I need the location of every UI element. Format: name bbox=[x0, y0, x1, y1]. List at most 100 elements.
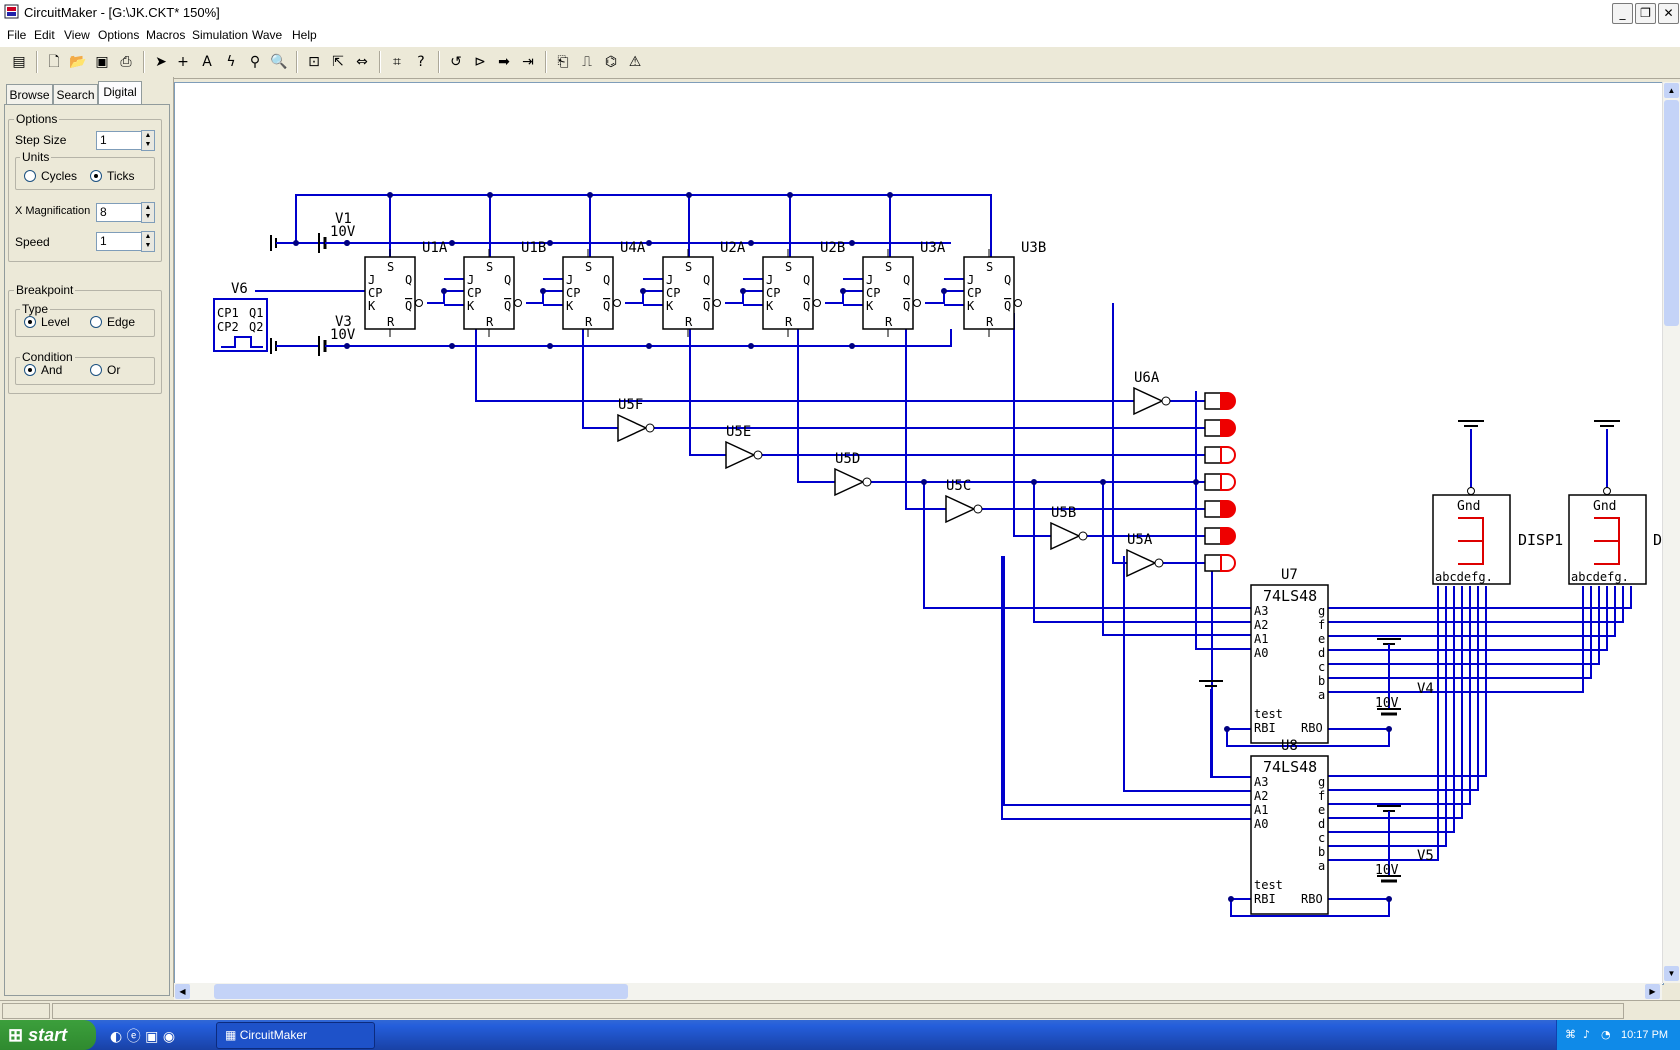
menu-wave[interactable]: Wave bbox=[252, 28, 283, 42]
step-size-input[interactable]: 1 bbox=[96, 131, 145, 150]
help-icon[interactable]: ? bbox=[417, 54, 425, 70]
decoder-name: U8 bbox=[1281, 738, 1298, 754]
junction-dot bbox=[849, 343, 855, 349]
scroll-right-icon[interactable]: ▶ bbox=[1645, 984, 1660, 999]
horizontal-scroll-thumb[interactable] bbox=[214, 984, 628, 999]
step-icon[interactable]: ➡ bbox=[498, 54, 510, 70]
condition-and-radio[interactable] bbox=[24, 364, 36, 376]
volume-icon[interactable]: ♪ bbox=[1583, 1028, 1591, 1041]
print-icon[interactable]: ⎙ bbox=[120, 54, 132, 70]
options-title: Options bbox=[14, 112, 60, 126]
menu-bar: File Edit View Options Macros Simulation… bbox=[0, 26, 1680, 46]
type-edge-label: Edge bbox=[107, 315, 136, 329]
decoder-output-e: e bbox=[1318, 803, 1325, 817]
inverter-bubble bbox=[973, 504, 983, 514]
tab-digital[interactable]: Digital bbox=[98, 81, 142, 106]
zoom-fit-icon[interactable]: ⊡ bbox=[308, 54, 320, 70]
scroll-left-icon[interactable]: ◀ bbox=[175, 984, 190, 999]
speed-spinner[interactable]: ▲▼ bbox=[141, 231, 155, 252]
menu-simulation[interactable]: Simulation bbox=[192, 28, 249, 42]
menu-options[interactable]: Options bbox=[98, 28, 140, 42]
decoder-input-a3: A3 bbox=[1254, 604, 1268, 618]
junction-dot bbox=[887, 192, 893, 198]
decoder-input-a2: A2 bbox=[1254, 618, 1268, 632]
trace-icon[interactable]: ⇥ bbox=[522, 54, 534, 70]
open-folder-icon[interactable]: 📂 bbox=[69, 54, 87, 70]
quicklaunch-icons[interactable]: ◐ ⓔ ▣ ◉ bbox=[110, 1026, 175, 1046]
wire bbox=[1112, 303, 1127, 564]
control-panel-icon[interactable]: ▤ bbox=[12, 54, 26, 70]
menu-help[interactable]: Help bbox=[292, 28, 317, 42]
junction-dot bbox=[748, 343, 754, 349]
menu-file[interactable]: File bbox=[7, 28, 27, 42]
condition-or-radio[interactable] bbox=[90, 364, 102, 376]
restore-button[interactable]: ❐ bbox=[1635, 3, 1656, 24]
network-icon[interactable]: ⌘ bbox=[1565, 1028, 1576, 1041]
undo-icon[interactable]: ↺ bbox=[450, 54, 462, 70]
move-icon[interactable]: ⇱ bbox=[332, 54, 344, 70]
chrome-icon[interactable]: ◉ bbox=[162, 1029, 176, 1045]
vertical-scroll-thumb[interactable] bbox=[1664, 100, 1679, 326]
units-cycles-radio[interactable] bbox=[24, 170, 36, 182]
flip-icon[interactable]: ⇔ bbox=[356, 54, 368, 70]
type-level-radio[interactable] bbox=[24, 316, 36, 328]
decoder-output-a: a bbox=[1318, 859, 1325, 873]
menu-edit[interactable]: Edit bbox=[34, 28, 55, 42]
wire bbox=[1328, 586, 1584, 693]
pin-j: J bbox=[666, 273, 673, 287]
probe-tool-icon[interactable]: ϟ bbox=[226, 54, 236, 70]
zoom-tool-icon[interactable]: 🔍 bbox=[270, 54, 288, 70]
close-button[interactable]: ✕ bbox=[1658, 3, 1679, 24]
pin-k: K bbox=[766, 299, 774, 313]
start-button[interactable]: ⊞ start bbox=[0, 1020, 96, 1050]
type-edge-radio[interactable] bbox=[90, 316, 102, 328]
speed-input[interactable]: 1 bbox=[96, 232, 145, 251]
junction-dot bbox=[487, 192, 493, 198]
pin-qbar: Q bbox=[405, 299, 412, 313]
decoder-input-a0: A0 bbox=[1254, 817, 1268, 831]
text-tool-icon[interactable]: A bbox=[202, 54, 212, 70]
units-ticks-radio[interactable] bbox=[90, 170, 102, 182]
pin-j: J bbox=[766, 273, 773, 287]
help-center-icon[interactable]: ◐ bbox=[110, 1029, 123, 1045]
waveform-icon[interactable]: ⎍ bbox=[582, 54, 592, 70]
wire-tool-icon[interactable]: + bbox=[177, 54, 189, 70]
horizontal-scrollbar[interactable]: ◀ ▶ bbox=[174, 983, 1662, 1000]
tab-search[interactable]: Search bbox=[53, 84, 98, 105]
digital-sim-icon[interactable]: ⊳ bbox=[474, 54, 486, 70]
condition-and-label: And bbox=[41, 363, 63, 377]
scroll-down-icon[interactable]: ▼ bbox=[1664, 966, 1679, 981]
led-lamp bbox=[1220, 527, 1236, 545]
menu-macros[interactable]: Macros bbox=[146, 28, 186, 42]
arrow-tool-icon[interactable]: ➤ bbox=[155, 54, 167, 70]
vertical-scrollbar[interactable]: ▲ ▼ bbox=[1662, 82, 1680, 983]
scroll-up-icon[interactable]: ▲ bbox=[1664, 83, 1679, 98]
decoder-part: 74LS48 bbox=[1263, 587, 1317, 605]
battery-name: V4 bbox=[1417, 681, 1434, 697]
ie-icon[interactable]: ⓔ bbox=[126, 1029, 141, 1045]
x-mag-spinner[interactable]: ▲▼ bbox=[141, 202, 155, 223]
macro-icon[interactable]: ⎗ bbox=[557, 54, 569, 70]
rotate-tool-icon[interactable]: ⚲ bbox=[249, 54, 261, 70]
step-size-spinner[interactable]: ▲▼ bbox=[141, 130, 155, 151]
minimize-button[interactable]: _ bbox=[1612, 3, 1633, 24]
led-lamp bbox=[1220, 473, 1236, 491]
junction-dot bbox=[1193, 479, 1199, 485]
save-icon[interactable]: ▣ bbox=[95, 54, 109, 70]
new-file-icon[interactable]: 🗋 bbox=[48, 54, 60, 70]
display-name: D bbox=[1653, 531, 1662, 549]
battery-value: 10V bbox=[330, 327, 356, 343]
task-circuitmaker[interactable]: ▦ CircuitMaker bbox=[216, 1022, 375, 1049]
inverter-label: U5B bbox=[1051, 505, 1076, 521]
units-ticks-label: Ticks bbox=[107, 169, 135, 183]
media-player-icon[interactable]: ▣ bbox=[145, 1029, 159, 1045]
tab-browse[interactable]: Browse bbox=[6, 84, 53, 105]
x-mag-input[interactable]: 8 bbox=[96, 203, 145, 222]
analog-icon[interactable]: ⌬ bbox=[604, 54, 618, 70]
fault-icon[interactable]: ⚠ bbox=[628, 54, 642, 70]
menu-view[interactable]: View bbox=[64, 28, 90, 42]
netlist-icon[interactable]: ⌗ bbox=[393, 54, 401, 70]
